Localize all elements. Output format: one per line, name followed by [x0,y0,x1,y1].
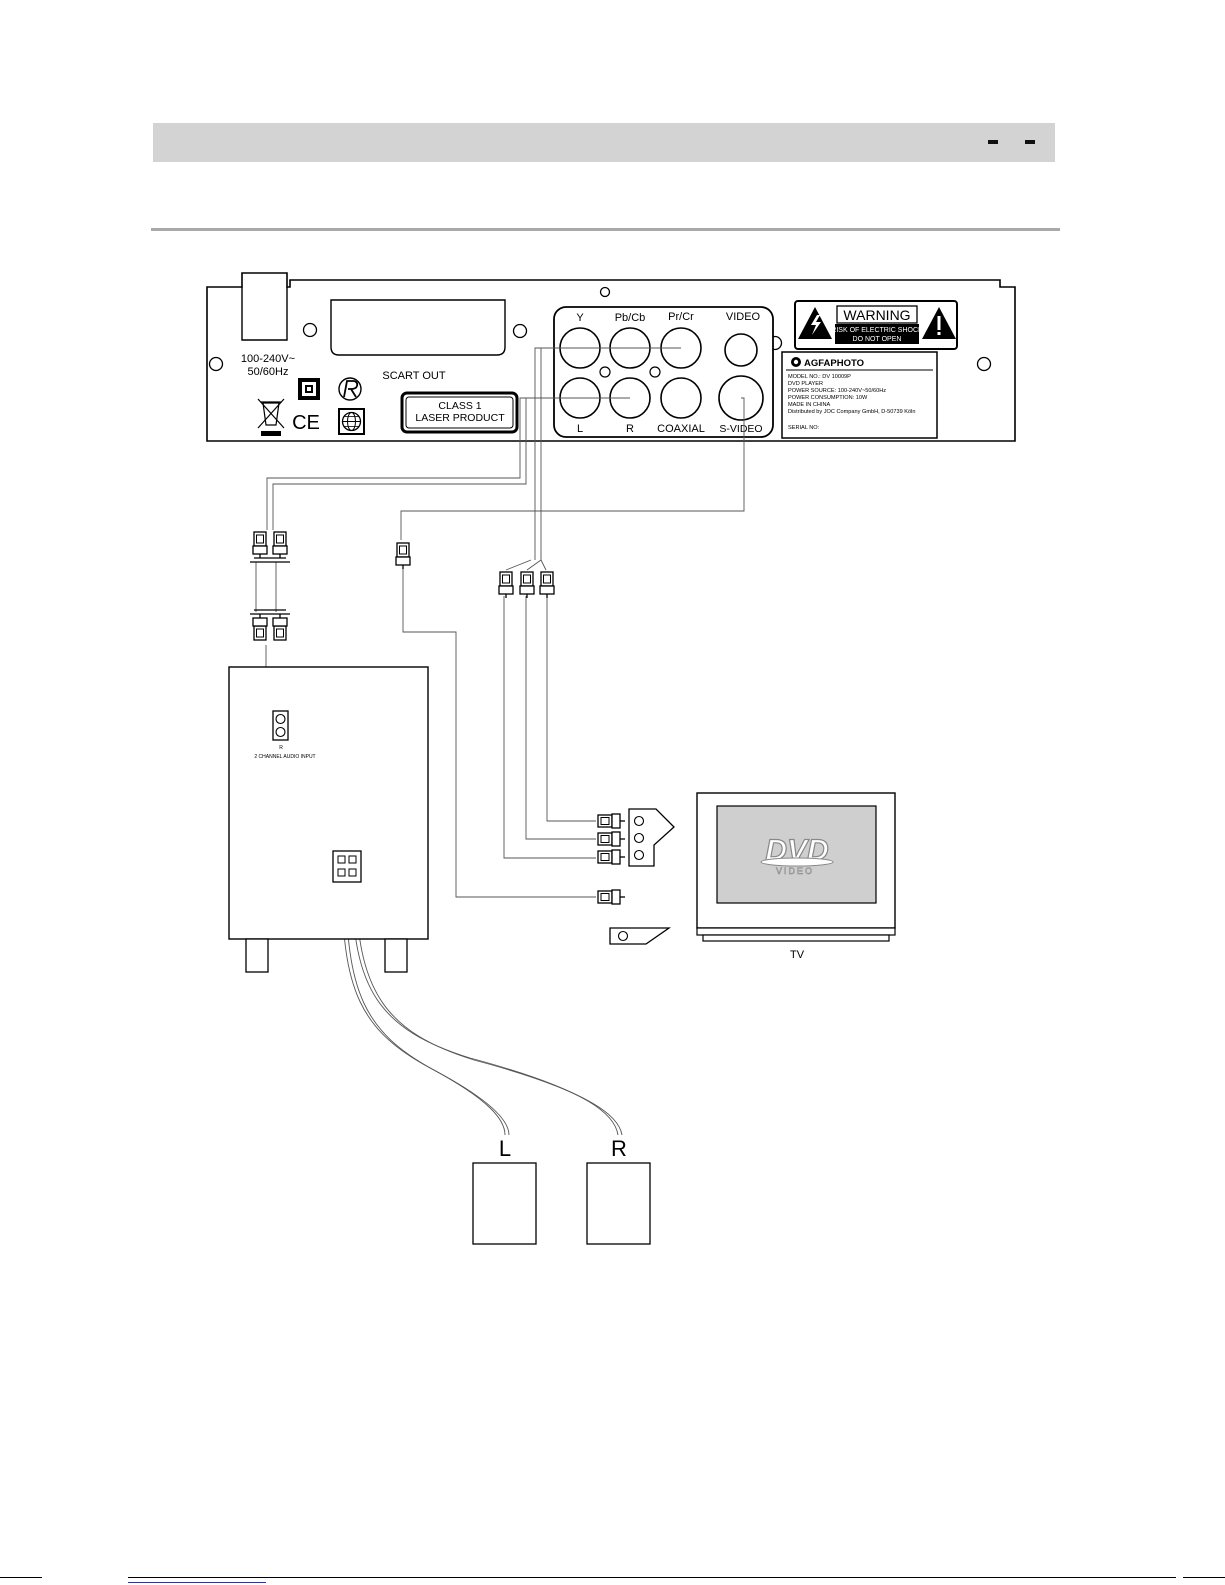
recycle-bin-icon [257,398,285,436]
rating-line-5: MADE IN CHINA [788,402,831,408]
section-divider [151,228,1060,231]
jack-panel [553,306,774,438]
jack-label-y: Y [576,312,584,324]
tv-screen [716,805,877,904]
power-rating-line1: 100-240V~ [241,353,295,365]
power-rating-line2: 50/60Hz [248,366,289,378]
jack-coaxial [660,377,702,419]
tv: DVD VIDEO TV [696,792,896,961]
rating-line-6: Distributed by JOC Company GmbH, D-50739… [788,409,915,415]
speaker-terminal [332,850,362,883]
screw-hole [208,356,224,372]
laser-label-line2: LASER PRODUCT [415,412,505,424]
screw-hole [976,356,992,372]
dvd-logo-sub: VIDEO [776,866,814,876]
section-header-bar [153,123,1055,162]
ce-mark-icon: CE [292,412,320,434]
jack-label-prcr: Pr/Cr [668,311,694,323]
brand-logo: AGFAPHOTO [804,358,864,369]
rating-line-2: DVD PLAYER [788,381,823,387]
speaker-left: L [472,1136,537,1245]
footer-line [0,1577,42,1578]
header-dash [988,140,998,144]
rating-plate: AGFAPHOTO MODEL NO.: DV 10009P DVD PLAYE… [781,351,938,439]
jack-label-l: L [577,423,583,435]
footer-line [1183,1577,1225,1578]
laser-label-line1: CLASS 1 [438,400,481,412]
scart-label: SCART OUT [382,370,445,382]
speaker-right-label: R [611,1136,627,1161]
tv-video-input [597,889,672,945]
screw-hole [302,322,318,338]
footer-line [128,1577,1176,1578]
jack-label-coaxial: COAXIAL [657,423,705,435]
rating-line-4: POWER CONSUMPTION: 10W [788,395,868,401]
subwoofer-input-label: 2 CHANNEL AUDIO INPUT [254,754,315,760]
warning-label: WARNING RISK OF ELECTRIC SHOCK DO NOT OP… [794,300,958,350]
subwoofer-input-small-label: R [279,745,283,751]
warning-line2: DO NOT OPEN [853,336,902,343]
footer-link-underline [128,1582,266,1583]
subwoofer: R 2 CHANNEL AUDIO INPUT [228,666,429,973]
tv-label: TV [790,949,805,961]
jack-label-pbcb: Pb/Cb [615,312,646,324]
rating-line-1: MODEL NO.: DV 10009P [788,374,851,380]
speaker-left-label: L [499,1136,511,1161]
jack-label-video: VIDEO [726,311,761,323]
speaker-right: R [586,1136,651,1245]
jack-label-r: R [626,423,634,435]
jack-label-s-video: S-VIDEO [719,423,762,435]
warning-title: WARNING [843,307,910,323]
jack-video [724,333,758,367]
warning-line1: RISK OF ELECTRIC SHOCK [831,327,923,334]
audio-cable-plugs [250,531,555,641]
globe-icon [338,408,365,435]
header-dash [1025,140,1035,144]
screw-hole [599,286,611,298]
cables [255,347,745,1136]
screw-hole [512,323,528,339]
registered-mark-icon [338,377,362,401]
serial-label: SERIAL NO: [788,425,820,431]
tv-component-input [597,808,675,867]
rating-line-3: POWER SOURCE: 100-240V~50/60Hz [788,388,886,394]
double-insulation-icon [298,378,320,400]
dvd-player-back-panel: 100-240V~ 50/60Hz SCART OUT CLASS 1 LASE… [206,272,1016,442]
scart-connector [330,299,506,356]
